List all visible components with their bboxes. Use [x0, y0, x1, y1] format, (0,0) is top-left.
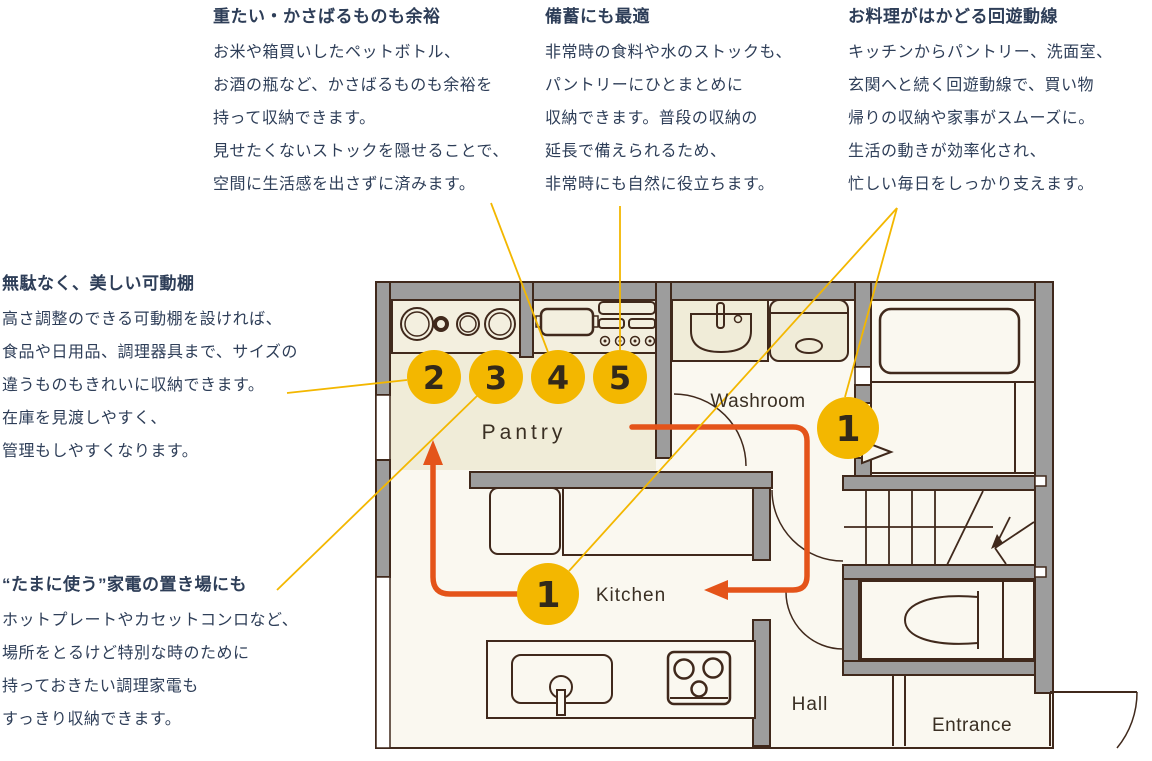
annotation-line: キッチンからパントリー、洗面室、 — [848, 44, 1113, 61]
annotation-line: 忙しい毎日をしっかり支えます。 — [848, 176, 1094, 193]
room-label-entrance: Entrance — [932, 715, 1012, 736]
marker-4: 4 — [531, 350, 585, 404]
annotation-heavy-items: 重たい・かさばるものも余裕 お米や箱買いしたペットボトル、 お酒の瓶など、かさば… — [213, 2, 509, 201]
annotation-heading: “たまに使う”家電の置き場にも — [2, 575, 247, 594]
annotation-line: 持って収納できます。 — [213, 110, 376, 127]
marker-2-label: 2 — [423, 359, 445, 397]
annotation-line: お酒の瓶など、かさばるものも余裕を — [213, 77, 493, 94]
markers: 2 3 4 5 1 1 — [407, 350, 879, 625]
room-label-hall: Hall — [792, 694, 829, 715]
faucet-icon — [716, 302, 725, 329]
annotation-line: 生活の動きが効率化され、 — [848, 143, 1047, 160]
annotation-line: 帰りの収納や家事がスムーズに。 — [848, 110, 1095, 127]
marker-2: 2 — [407, 350, 461, 404]
circulation-route — [423, 424, 810, 600]
kitchen-counter — [486, 640, 756, 719]
route-arrow-left — [704, 580, 728, 600]
kitchen-island — [489, 487, 754, 556]
annotation-line: 場所をとるけど特別な時のために — [2, 645, 250, 662]
toilet-room — [860, 580, 1035, 660]
annotation-heading: お料理がはかどる回遊動線 — [848, 7, 1058, 26]
annotation-line: 非常時にも自然に役立ちます。 — [545, 176, 775, 193]
washing-machine-icon — [769, 299, 849, 362]
annotation-line: 違うものもきれいに収納できます。 — [2, 377, 265, 394]
annotation-line: 空間に生活感を出さずに済みます。 — [213, 176, 476, 193]
annotation-heading: 無駄なく、美しい可動棚 — [2, 274, 195, 293]
annotation-heading: 備蓄にも最適 — [545, 7, 650, 26]
pantry-shelf — [391, 299, 657, 354]
room-label-kitchen: Kitchen — [596, 585, 666, 606]
marker-5-label: 5 — [609, 359, 631, 397]
annotation-line: すっきり収納できます。 — [2, 711, 182, 728]
annotation-line: 延長で備えられるため、 — [545, 143, 727, 160]
stairs-direction-arrow — [991, 534, 1003, 549]
door-arcs — [771, 489, 844, 650]
room-labels: Pantry Washroom Kitchen Hall Entrance — [482, 391, 1012, 736]
entrance-door-arc — [1116, 691, 1138, 749]
annotation-line: 見せたくないストックを隠せることで、 — [213, 143, 509, 160]
annotation-heading: 重たい・かさばるものも余裕 — [213, 7, 441, 26]
annotation-line: 食品や日用品、調理器具まで、サイズの — [2, 344, 298, 361]
annotation-shelves: 無駄なく、美しい可動棚 高さ調整のできる可動棚を設ければ、 食品や日用品、調理器… — [2, 269, 298, 468]
stairs — [844, 490, 1035, 566]
annotation-line: パントリーにひとまとめに — [545, 77, 744, 94]
walls — [375, 281, 1054, 749]
annotation-line: 非常時の食料や水のストックも、 — [545, 44, 793, 61]
annotation-line: 玄関へと続く回遊動線で、買い物 — [848, 77, 1095, 94]
annotation-line: 収納できます。普段の収納の — [545, 110, 758, 127]
entrance-area — [892, 675, 1138, 749]
cooktop-icon — [666, 650, 732, 706]
room-label-pantry: Pantry — [482, 421, 567, 444]
marker-1-label: 1 — [835, 409, 860, 450]
route-arrow-up — [423, 440, 443, 465]
annotation-appliances: “たまに使う”家電の置き場にも ホットプレートやカセットコンロなど、 場所をとる… — [2, 570, 298, 736]
stored-jars-icon — [400, 307, 516, 341]
annotation-circulation: お料理がはかどる回遊動線 キッチンからパントリー、洗面室、 玄関へと続く回遊動線… — [848, 2, 1113, 201]
washroom-fixtures — [671, 299, 849, 467]
leader-lines — [276, 202, 898, 591]
annotation-line: 持っておきたい調理家電も — [2, 678, 199, 695]
marker-1-washroom: 1 — [817, 397, 879, 459]
marker-4-label: 4 — [547, 359, 569, 397]
marker-5: 5 — [593, 350, 647, 404]
annotation-line: 管理もしやすくなります。 — [2, 443, 199, 460]
annotation-line: ホットプレートやカセットコンロなど、 — [2, 612, 299, 629]
cassette-stove-icon — [598, 301, 656, 347]
marker-1-kitchen: 1 — [517, 563, 579, 625]
room-label-washroom: Washroom — [710, 391, 805, 412]
marker-3-label: 3 — [485, 359, 507, 397]
sink-icon — [690, 313, 752, 354]
bathroom — [870, 299, 1036, 474]
faucet-icon — [556, 689, 566, 716]
annotation-stockpile: 備蓄にも最適 非常時の食料や水のストックも、 パントリーにひとまとめに 収納でき… — [545, 2, 792, 201]
marker-3: 3 — [469, 350, 523, 404]
annotation-line: お米や箱買いしたペットボトル、 — [213, 44, 461, 61]
bathtub-icon — [878, 307, 1021, 375]
annotation-line: 高さ調整のできる可動棚を設ければ、 — [2, 311, 283, 328]
annotation-line: 在庫を見渡しやすく、 — [2, 410, 167, 427]
washroom-door-arc — [673, 393, 747, 467]
toilet-icon — [903, 595, 979, 645]
marker-1-label: 1 — [535, 575, 560, 616]
